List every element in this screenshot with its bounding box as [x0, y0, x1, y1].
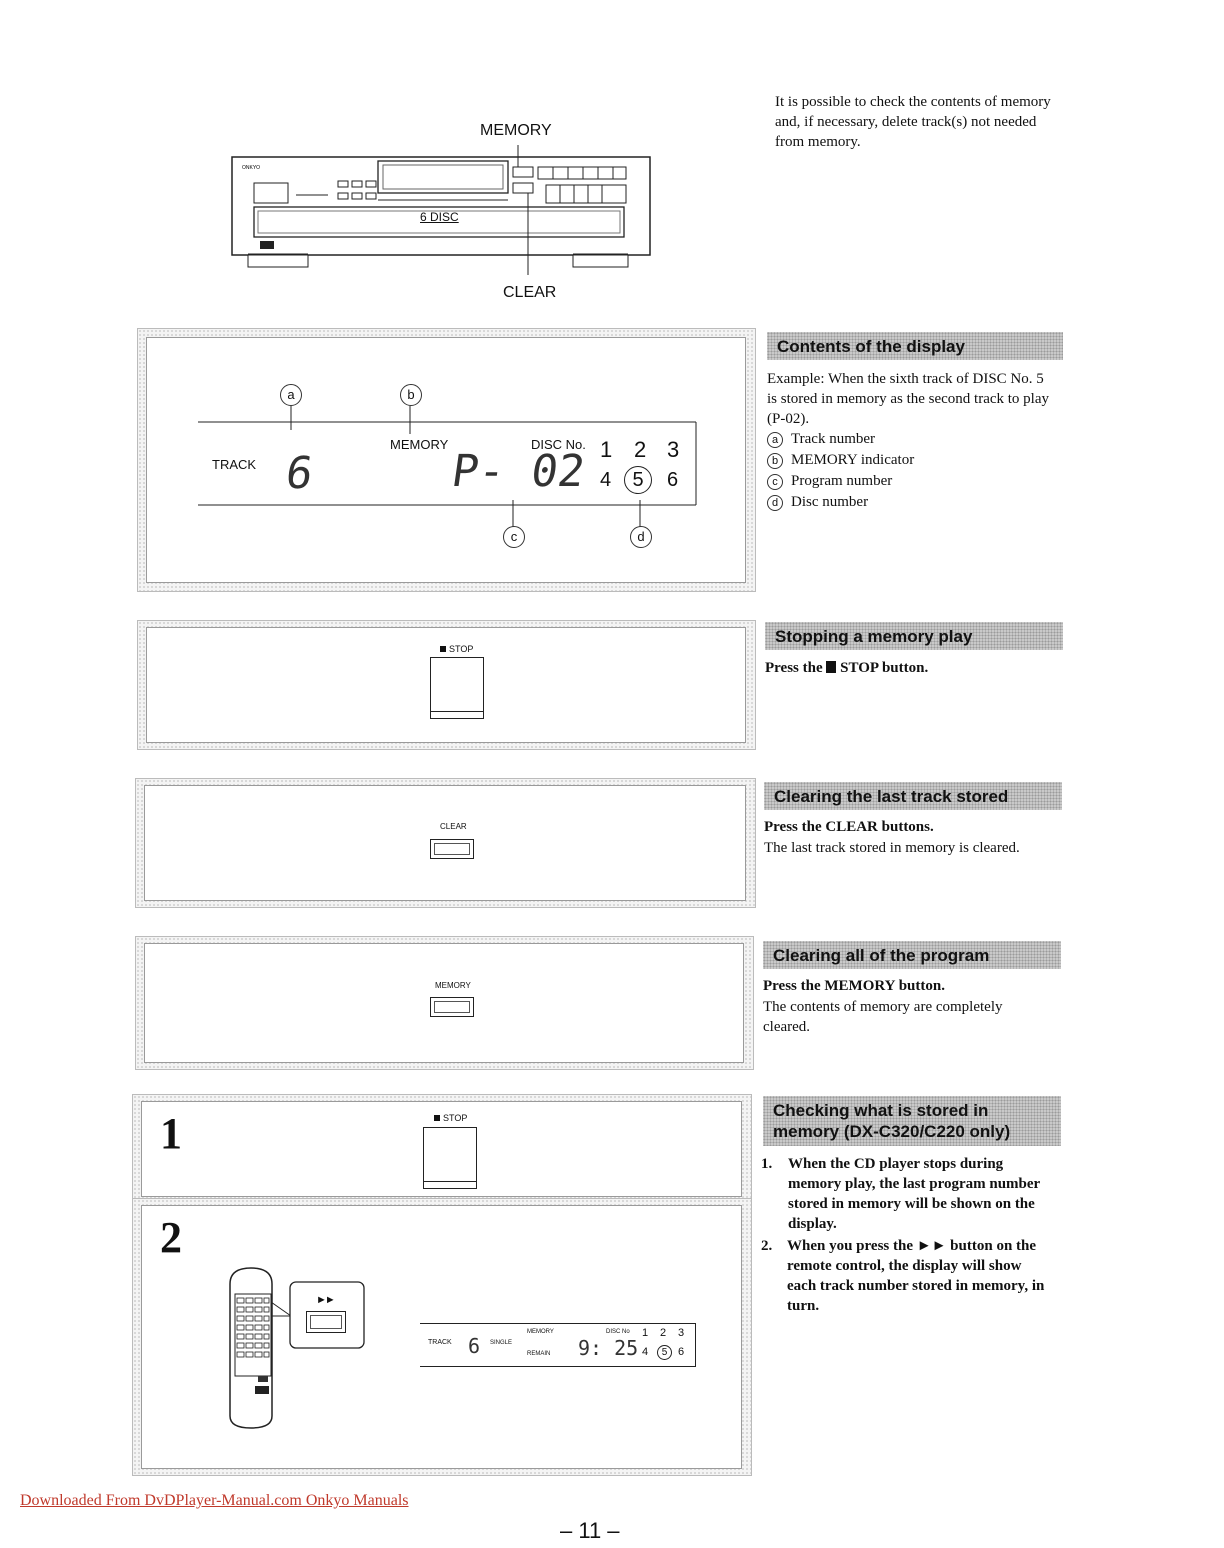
memory-button[interactable] — [430, 997, 474, 1017]
step-2-number: 2 — [160, 1213, 182, 1262]
mini-lcd-disc-2: 2 — [660, 1327, 667, 1339]
mini-lcd-disc-4: 4 — [642, 1346, 649, 1358]
lcd-memory-indicator: MEMORY — [390, 437, 449, 452]
lcd-track-label: TRACK — [212, 457, 257, 472]
mini-lcd-disc-5-circled: 5 — [657, 1345, 672, 1360]
marker-b: b — [400, 384, 422, 406]
stop-square-icon — [826, 661, 837, 673]
mini-lcd-time-value: 9: 25 — [578, 1336, 639, 1360]
display-example-text: Example: When the sixth track of DISC No… — [767, 371, 1050, 427]
heading-stopping-memory-play: Stopping a memory play — [765, 622, 1063, 650]
mini-lcd-disc-label: DISC No — [606, 1329, 630, 1335]
stop-instruction: Press the STOP button. — [765, 660, 929, 676]
check-step-1-text: 1. When the CD player stops during memor… — [761, 1156, 1040, 1232]
stop-button-caption: STOP — [440, 644, 473, 654]
disc-capacity-label: 6 DISC — [420, 210, 459, 224]
remote-control-illustration — [229, 1267, 365, 1429]
lcd-disc-4: 4 — [600, 469, 612, 491]
step-1-number: 1 — [160, 1109, 182, 1158]
stop-square-icon — [434, 1115, 440, 1121]
clear-last-detail: The last track stored in memory is clear… — [764, 840, 1020, 856]
fast-forward-button[interactable] — [306, 1311, 346, 1333]
stop-button[interactable] — [430, 657, 484, 719]
stop-panel — [137, 620, 756, 750]
heading-clearing-all-program: Clearing all of the program — [763, 941, 1061, 969]
heading-checking-memory: Checking what is stored in memory (DX-C3… — [763, 1096, 1061, 1146]
memory-button-caption: MEMORY — [435, 981, 471, 990]
download-source-link[interactable]: Downloaded From DvDPlayer-Manual.com Onk… — [20, 1492, 409, 1509]
mini-lcd-disc-3: 3 — [678, 1327, 685, 1339]
marker-a: a — [280, 384, 302, 406]
mini-lcd-memory-label: MEMORY — [527, 1329, 554, 1335]
marker-d: d — [630, 526, 652, 548]
mini-lcd-track-value: 6 — [468, 1334, 481, 1358]
check-step-2-text: 2. When you press the ►► button on the r… — [761, 1238, 1045, 1314]
mini-lcd-remain-label: REMAIN — [527, 1351, 551, 1357]
mini-lcd-single-label: SINGLE — [490, 1340, 513, 1346]
mini-lcd-track-label: TRACK — [428, 1339, 452, 1346]
marker-c: c — [503, 526, 525, 548]
lcd-program-value: P- 02 — [448, 446, 589, 497]
page-number: – 11 – — [560, 1518, 620, 1543]
display-callout-lines — [198, 406, 697, 528]
heading-clearing-last-track: Clearing the last track stored — [764, 782, 1062, 810]
lcd-disc-3: 3 — [667, 437, 680, 462]
mini-lcd-disc-6: 6 — [678, 1346, 685, 1358]
clear-all-detail: The contents of memory are completely cl… — [763, 999, 1003, 1035]
cd-player-illustration: ONKYO — [231, 145, 651, 275]
memory-callout-label: MEMORY — [480, 122, 552, 139]
clear-button-caption: CLEAR — [440, 822, 467, 831]
mini-lcd-disc-1: 1 — [642, 1327, 649, 1339]
clear-callout-label: CLEAR — [503, 284, 557, 301]
step2-lcd — [420, 1323, 696, 1367]
lcd-disc-1: 1 — [600, 437, 613, 462]
intro-text: It is possible to check the contents of … — [775, 94, 1051, 150]
lcd-disc-label: DISC No. — [531, 437, 586, 452]
clear-button[interactable] — [430, 839, 474, 859]
lcd-disc-2: 2 — [634, 437, 647, 462]
ff-symbol: ►► — [316, 1294, 336, 1306]
heading-contents-of-display: Contents of the display — [767, 332, 1063, 360]
step1-stop-button[interactable] — [423, 1127, 477, 1189]
lcd-disc-5-circled: 5 — [624, 466, 652, 494]
step1-stop-caption: STOP — [434, 1113, 467, 1123]
clear-last-instruction: Press the CLEAR buttons. — [764, 819, 934, 835]
clear-all-instruction: Press the MEMORY button. — [763, 978, 945, 994]
lcd-disc-6: 6 — [667, 469, 679, 491]
stop-square-icon — [440, 646, 446, 652]
svg-text:ONKYO: ONKYO — [242, 165, 260, 171]
